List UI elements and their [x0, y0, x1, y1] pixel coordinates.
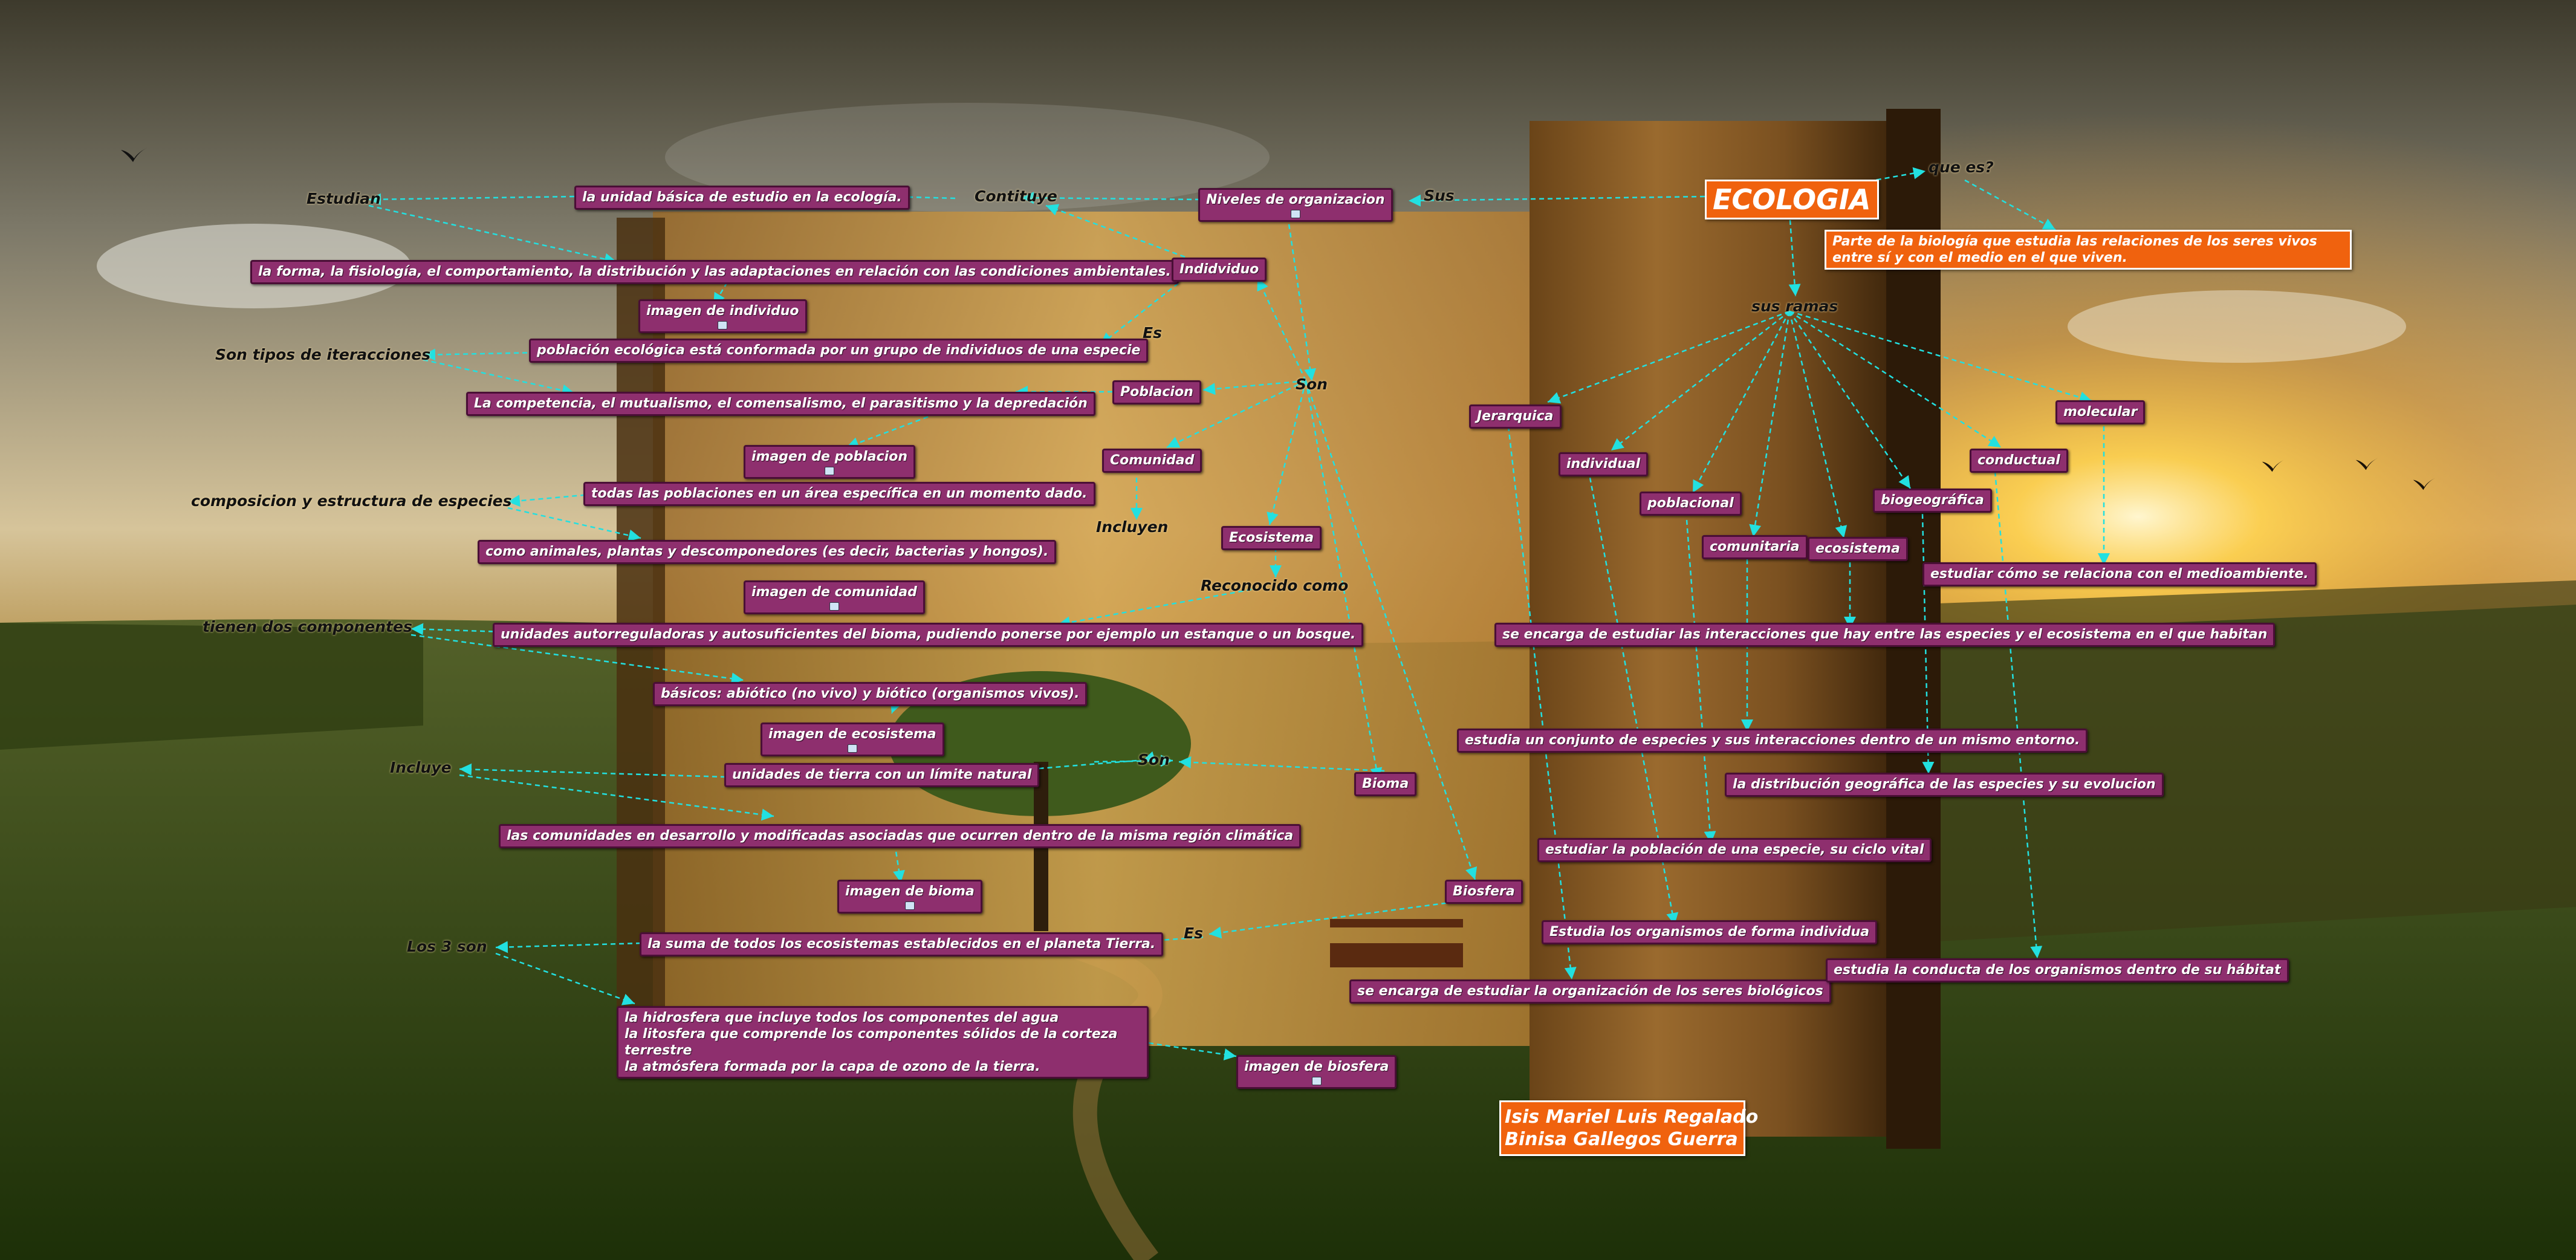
link-label-tienen-dos: tienen dos componentes — [203, 619, 412, 635]
node-competencia[interactable]: La competencia, el mutualismo, el comens… — [466, 392, 1095, 416]
image-thumbnail-icon[interactable] — [848, 744, 857, 753]
node-label: imagen de ecosistema — [768, 727, 936, 742]
node-basicos[interactable]: básicos: abiótico (no vivo) y biótico (o… — [653, 682, 1087, 706]
image-thumbnail-icon[interactable] — [1291, 210, 1300, 218]
list-item: la litosfera que comprende los component… — [625, 1026, 1141, 1059]
node-componentes-tierra[interactable]: la hidrosfera que incluye todos los comp… — [617, 1006, 1149, 1079]
link-label-contituye: Contituye — [975, 188, 1057, 205]
author-name: Isis Mariel Luis Regalado — [1505, 1106, 1740, 1128]
link-label-sus-ramas: sus ramas — [1751, 298, 1838, 315]
node-individuo[interactable]: Indidviduo — [1172, 258, 1267, 282]
bird-icon — [2261, 456, 2286, 477]
node-poblacion-ecologica[interactable]: población ecológica está conformada por … — [529, 339, 1148, 363]
link-label-composicion: composicion y estructura de especies — [191, 493, 511, 510]
node-imagen-biosfera[interactable]: imagen de biosfera — [1236, 1055, 1397, 1089]
node-imagen-ecosistema[interactable]: imagen de ecosistema — [761, 723, 944, 756]
node-unidades-autorreguladoras[interactable]: unidades autorreguladoras y autosuficien… — [493, 623, 1363, 647]
node-animales-plantas[interactable]: como animales, plantas y descomponedores… — [478, 540, 1056, 564]
node-poblacion[interactable]: Poblacion — [1112, 380, 1201, 404]
link-label-es-2: Es — [1184, 925, 1203, 942]
node-biogeografica[interactable]: biogeográfica — [1873, 489, 1992, 513]
node-poblacional[interactable]: poblacional — [1640, 492, 1742, 516]
node-comunidades-desarrollo[interactable]: las comunidades en desarrollo y modifica… — [499, 824, 1301, 848]
node-individual[interactable]: individual — [1559, 452, 1648, 476]
node-conjunto-especies[interactable]: estudia un conjunto de especies y sus in… — [1457, 729, 2088, 753]
node-comunitaria[interactable]: comunitaria — [1702, 535, 1808, 559]
link-label-sus: Sus — [1424, 187, 1455, 204]
image-thumbnail-icon[interactable] — [829, 602, 839, 611]
link-label-incluye: Incluye — [390, 759, 452, 776]
definition-node[interactable]: Parte de la biología que estudia las rel… — [1825, 230, 2352, 270]
node-organismos-individual[interactable]: Estudia los organismos de forma individu… — [1542, 920, 1877, 944]
node-label: imagen de biosfera — [1244, 1059, 1389, 1074]
node-unidades-tierra[interactable]: unidades de tierra con un límite natural — [724, 763, 1039, 787]
node-forma-fisiologia[interactable]: la forma, la fisiología, el comportamien… — [250, 260, 1179, 284]
node-jerarquica[interactable]: Jerarquica — [1469, 404, 1562, 429]
node-conductual[interactable]: conductual — [1970, 449, 2068, 473]
bird-icon — [120, 144, 150, 168]
node-niveles-organizacion[interactable]: Niveles de organizacion — [1198, 188, 1393, 222]
link-label-son-tipos: Son tipos de iteracciones — [215, 346, 430, 363]
link-label-reconocido: Reconocido como — [1201, 577, 1348, 594]
link-label-que-es: que es? — [1929, 159, 1994, 176]
node-ecosistema-nivel[interactable]: Ecosistema — [1221, 526, 1322, 550]
node-todas-poblaciones[interactable]: todas las poblaciones en un área específ… — [583, 482, 1095, 506]
link-label-estudian: Estudian — [307, 190, 381, 207]
node-distribucion-geografica[interactable]: la distribución geográfica de las especi… — [1725, 773, 2164, 797]
image-thumbnail-icon[interactable] — [1312, 1077, 1322, 1085]
bird-icon — [2412, 475, 2438, 495]
node-poblacion-especie[interactable]: estudiar la población de una especie, su… — [1537, 838, 1932, 862]
image-thumbnail-icon[interactable] — [718, 321, 727, 330]
node-label: imagen de comunidad — [751, 585, 917, 600]
node-imagen-individuo[interactable]: imagen de individuo — [638, 299, 807, 333]
title-node-ecologia[interactable]: ECOLOGIA — [1705, 180, 1879, 219]
list-item: la atmósfera formada por la capa de ozon… — [625, 1059, 1141, 1075]
node-estudiar-medioambiente[interactable]: estudiar cómo se relaciona con el medioa… — [1922, 562, 2317, 586]
image-thumbnail-icon[interactable] — [825, 467, 834, 475]
node-interacciones-especies[interactable]: se encarga de estudiar las interacciones… — [1494, 623, 2275, 647]
node-label: Niveles de organizacion — [1206, 192, 1385, 207]
node-imagen-bioma[interactable]: imagen de bioma — [837, 880, 982, 914]
node-label: imagen de poblacion — [751, 449, 907, 464]
node-unidad-basica[interactable]: la unidad básica de estudio en la ecolog… — [574, 186, 910, 210]
node-bioma[interactable]: Bioma — [1354, 772, 1416, 796]
link-label-son-2: Son — [1138, 752, 1170, 768]
node-biosfera[interactable]: Biosfera — [1445, 880, 1523, 904]
image-thumbnail-icon[interactable] — [905, 901, 915, 910]
node-molecular[interactable]: molecular — [2055, 400, 2145, 424]
authors-box: Isis Mariel Luis Regalado Binisa Gallego… — [1499, 1100, 1745, 1156]
author-name: Binisa Gallegos Guerra — [1505, 1128, 1740, 1151]
link-label-son: Son — [1296, 376, 1328, 393]
node-suma-ecosistemas[interactable]: la suma de todos los ecosistemas estable… — [640, 932, 1163, 956]
link-label-los-3-son: Los 3 son — [407, 938, 487, 955]
node-organizacion-seres[interactable]: se encarga de estudiar la organización d… — [1349, 979, 1831, 1004]
node-label: imagen de bioma — [845, 884, 975, 899]
node-imagen-poblacion[interactable]: imagen de poblacion — [744, 445, 915, 479]
node-imagen-comunidad[interactable]: imagen de comunidad — [744, 580, 925, 614]
bird-icon — [2355, 455, 2380, 475]
link-label-incluyen: Incluyen — [1096, 519, 1168, 536]
node-label: imagen de individuo — [646, 304, 799, 319]
node-ecosistema-rama[interactable]: ecosistema — [1808, 537, 1908, 561]
node-comunidad[interactable]: Comunidad — [1102, 449, 1202, 473]
list-item: la hidrosfera que incluye todos los comp… — [625, 1010, 1141, 1026]
node-conducta-organismos[interactable]: estudia la conducta de los organismos de… — [1826, 958, 2289, 982]
